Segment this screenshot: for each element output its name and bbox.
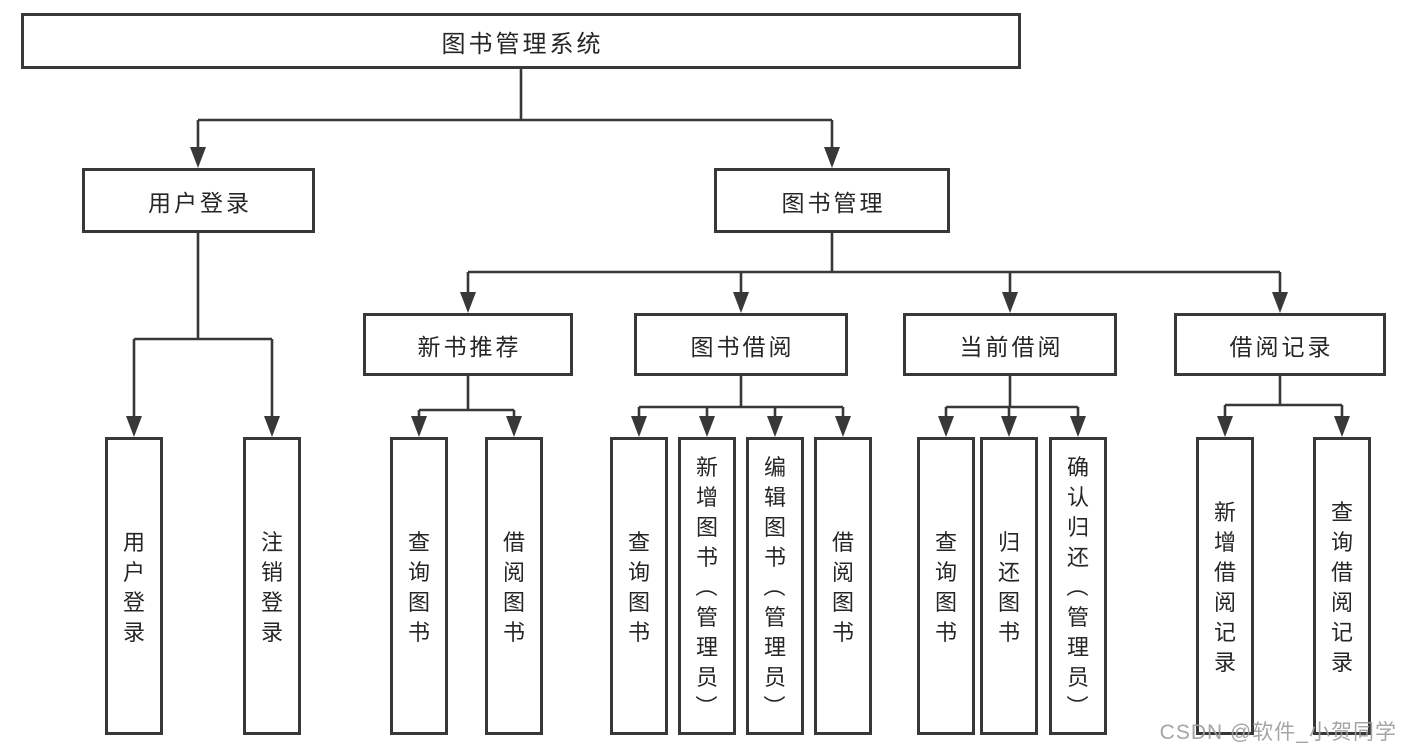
node-root: 图书管理系统 bbox=[21, 13, 1021, 69]
leaf-user-login-label: 用户登录 bbox=[122, 530, 145, 645]
leaf-borrow-book-label: 借阅图书 bbox=[831, 530, 854, 645]
arrowheads bbox=[126, 147, 1350, 437]
arrow-down-icon bbox=[1334, 416, 1350, 437]
arrow-down-icon bbox=[506, 416, 522, 437]
node-new-book-recommend-label: 新书推荐 bbox=[417, 333, 522, 360]
leaf-query-book-current: 查询图书 bbox=[917, 437, 975, 735]
leaf-query-book-borrow-label: 查询图书 bbox=[627, 530, 650, 645]
node-user-login-label: 用户登录 bbox=[148, 189, 252, 216]
leaf-query-book-recommend: 查询图书 bbox=[390, 437, 448, 735]
node-current-borrow-label: 当前借阅 bbox=[959, 333, 1064, 360]
arrow-down-icon bbox=[1217, 416, 1233, 437]
leaf-edit-book-admin-label: 编辑图书（管理员） bbox=[760, 455, 786, 718]
leaf-logout: 注销登录 bbox=[243, 437, 301, 735]
arrow-down-icon bbox=[1070, 416, 1086, 437]
watermark: CSDN @软件_小贺同学 bbox=[1159, 721, 1397, 744]
leaf-confirm-return-admin: 确认归还（管理员） bbox=[1049, 437, 1107, 735]
leaf-query-book-current-label: 查询图书 bbox=[934, 530, 957, 645]
node-book-management: 图书管理 bbox=[714, 168, 950, 233]
node-user-login: 用户登录 bbox=[82, 168, 315, 233]
arrow-down-icon bbox=[824, 147, 840, 168]
arrow-down-icon bbox=[1002, 292, 1018, 313]
leaf-query-book-borrow: 查询图书 bbox=[610, 437, 668, 735]
leaf-add-borrow-record-label: 新增借阅记录 bbox=[1213, 500, 1236, 675]
arrow-down-icon bbox=[1001, 416, 1017, 437]
connector-paths bbox=[132, 69, 1344, 427]
leaf-add-book-admin: 新增图书（管理员） bbox=[678, 437, 736, 735]
leaf-query-borrow-record-label: 查询借阅记录 bbox=[1330, 500, 1353, 675]
node-book-management-label: 图书管理 bbox=[781, 189, 886, 216]
arrow-down-icon bbox=[835, 416, 851, 437]
leaf-edit-book-admin: 编辑图书（管理员） bbox=[746, 437, 804, 735]
node-borrow-records: 借阅记录 bbox=[1174, 313, 1386, 376]
node-book-borrow: 图书借阅 bbox=[634, 313, 848, 376]
arrow-down-icon bbox=[938, 416, 954, 437]
arrow-down-icon bbox=[190, 147, 206, 168]
leaf-return-book: 归还图书 bbox=[980, 437, 1038, 735]
arrow-down-icon bbox=[126, 416, 142, 437]
node-book-borrow-label: 图书借阅 bbox=[690, 333, 795, 360]
leaf-borrow-book-recommend: 借阅图书 bbox=[485, 437, 543, 735]
leaf-logout-label: 注销登录 bbox=[260, 530, 283, 645]
leaf-confirm-return-admin-label: 确认归还（管理员） bbox=[1063, 455, 1089, 718]
arrow-down-icon bbox=[411, 416, 427, 437]
leaf-user-login: 用户登录 bbox=[105, 437, 163, 735]
leaf-query-borrow-record: 查询借阅记录 bbox=[1313, 437, 1371, 735]
node-current-borrow: 当前借阅 bbox=[903, 313, 1117, 376]
leaf-add-borrow-record: 新增借阅记录 bbox=[1196, 437, 1254, 735]
arrow-down-icon bbox=[699, 416, 715, 437]
arrow-down-icon bbox=[264, 416, 280, 437]
leaf-query-book-recommend-label: 查询图书 bbox=[407, 530, 430, 645]
arrow-down-icon bbox=[767, 416, 783, 437]
leaf-borrow-book-recommend-label: 借阅图书 bbox=[502, 530, 525, 645]
arrow-down-icon bbox=[733, 292, 749, 313]
node-new-book-recommend: 新书推荐 bbox=[363, 313, 573, 376]
arrow-down-icon bbox=[1272, 292, 1288, 313]
arrow-down-icon bbox=[631, 416, 647, 437]
arrow-down-icon bbox=[460, 292, 476, 313]
leaf-return-book-label: 归还图书 bbox=[997, 530, 1020, 645]
leaf-add-book-admin-label: 新增图书（管理员） bbox=[692, 455, 718, 718]
node-borrow-records-label: 借阅记录 bbox=[1229, 333, 1334, 360]
node-root-label: 图书管理系统 bbox=[441, 30, 604, 58]
leaf-borrow-book: 借阅图书 bbox=[814, 437, 872, 735]
